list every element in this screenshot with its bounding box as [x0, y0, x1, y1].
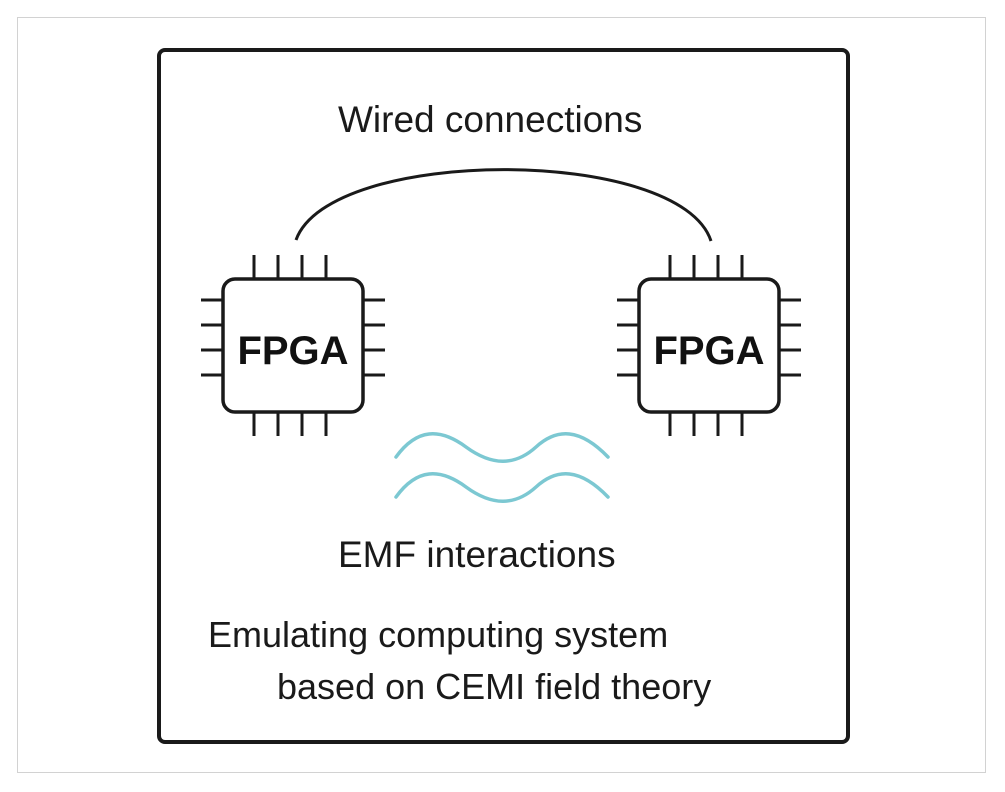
- emf-wave-top: [394, 432, 610, 463]
- fpga-right-label: FPGA: [653, 329, 765, 373]
- emf-wave-bottom: [394, 472, 610, 503]
- caption-line-1: Emulating computing system: [208, 614, 669, 655]
- emf-interactions-label: EMF interactions: [338, 534, 616, 575]
- outer-frame: [17, 17, 986, 773]
- wired-connections-label: Wired connections: [338, 99, 643, 140]
- diagram-panel: [157, 48, 850, 744]
- caption-line-2: based on CEMI field theory: [277, 666, 712, 707]
- chip-pins-left: [201, 255, 385, 436]
- chip-pins-right: [617, 255, 801, 436]
- fpga-chip-left: [201, 255, 385, 436]
- wired-connection-arc: [294, 168, 713, 242]
- fpga-chip-right: [617, 255, 801, 436]
- fpga-left-label: FPGA: [237, 329, 349, 373]
